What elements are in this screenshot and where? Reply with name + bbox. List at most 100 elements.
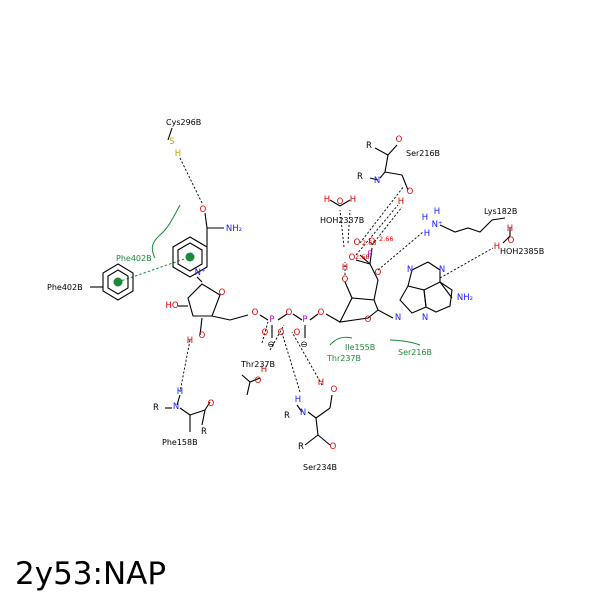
- atom-o-ser216-og: O: [407, 187, 414, 197]
- atom-h-hoh2385-a: H: [507, 224, 513, 234]
- atom-o-ribose1-ring: O: [219, 288, 226, 298]
- nicotinamide-ring: [172, 212, 224, 283]
- atom-n3-adenine: N: [407, 265, 413, 275]
- atom-o-phos-b: O: [349, 253, 356, 263]
- label-ser234: Ser234B: [303, 463, 337, 472]
- hoh2385: [502, 228, 511, 244]
- atom-o-amide: O: [200, 205, 207, 215]
- atom-h-phe158: H: [177, 387, 183, 397]
- label-phe402-green: Phe402B: [116, 254, 152, 263]
- label-thr237: Thr237B: [240, 360, 275, 369]
- atom-o-phe158: O: [208, 399, 215, 409]
- atom-h-hoh2337-b: H: [350, 195, 356, 205]
- atom-h-lys-c: H: [424, 229, 430, 239]
- label-phe158: Phe158B: [162, 438, 198, 447]
- atom-o-hoh2385: O: [508, 236, 515, 246]
- atom-r-phe158-b: R: [201, 427, 207, 437]
- hydrophobic-arc-ile155: [329, 336, 353, 346]
- atom-h-hoh2337-a: H: [324, 195, 330, 205]
- label-phe402-ring: Phe402B: [47, 283, 83, 292]
- label-cys296: Cys296B: [166, 118, 201, 127]
- atom-o-ser234-og: O: [331, 385, 338, 395]
- atom-n-lys: N⁺: [432, 220, 443, 230]
- atom-o-p2-bridge: O: [318, 308, 325, 318]
- ribose-2: [339, 247, 394, 323]
- atom-h-lys-b: H: [434, 207, 440, 217]
- hydrophobic-arc-ser216: [389, 339, 421, 346]
- atom-p-ribose2: P: [367, 250, 372, 260]
- ribose-1: [178, 283, 249, 336]
- atom-nh2-adenine: NH₂: [457, 293, 473, 303]
- atom-h-ribose1-2: H: [187, 336, 193, 346]
- label-lys182: Lys182B: [484, 207, 517, 216]
- atom-nplus-nicotinamide: N⁺: [195, 268, 206, 278]
- label-hoh2337: HOH2337B: [320, 216, 364, 225]
- label-ser216-top: Ser216B: [406, 149, 440, 158]
- atom-h-hoh2385-b: H: [494, 242, 500, 252]
- atom-n-ser216: N: [374, 176, 380, 186]
- atom-o-pp-bridge: O: [286, 308, 293, 318]
- atom-h-ser234-og: H: [318, 378, 324, 388]
- atom-r-ser234-a: R: [284, 411, 290, 421]
- atom-r-ser216-b: R: [357, 172, 363, 182]
- atom-n-phe158: N: [173, 402, 179, 412]
- atom-n7-adenine: N: [422, 313, 428, 323]
- pi-center-nicotinamide: [185, 252, 195, 262]
- atom-h-lys-a: H: [422, 213, 428, 223]
- cys296-sidechain: [167, 127, 173, 141]
- label-hoh2385: HOH2385B: [500, 247, 544, 256]
- atom-s-cys296: S: [169, 137, 174, 147]
- atom-o-phos-a: O: [354, 238, 361, 248]
- pi-center-phe402: [113, 277, 123, 287]
- atom-n-ser234: N: [300, 408, 306, 418]
- atom-o-hoh2337: O: [337, 197, 344, 207]
- distance-label-2: 2.66: [379, 235, 393, 243]
- atom-o-p1-b: O: [278, 328, 285, 338]
- label-thr237-green: Thr237B: [326, 354, 361, 363]
- atom-o-phos-c: O: [369, 237, 376, 247]
- atom-h-thr237: H: [261, 365, 267, 375]
- atom-ho-ribose1: HO: [165, 301, 178, 311]
- phosphate-chain: [259, 313, 341, 338]
- atom-n9-adenine: N: [395, 313, 401, 323]
- minus-charge-1: ⊖: [267, 340, 274, 350]
- atom-h-ribose2-2: H: [342, 263, 348, 273]
- atom-r-phe158-a: R: [153, 403, 159, 413]
- atom-h-cys296: H: [175, 149, 181, 159]
- label-ser216-green: Ser216B: [398, 348, 432, 357]
- atom-n1-adenine: N: [439, 265, 445, 275]
- atom-h-ser216-og: H: [398, 197, 404, 207]
- atom-o-p1-a: O: [262, 328, 269, 338]
- atom-o-ribose2-ring: O: [365, 315, 372, 325]
- atom-r-ser234-b: R: [298, 442, 304, 452]
- atom-o-ribose2-3: O: [375, 268, 382, 278]
- atom-p1: P: [269, 315, 274, 325]
- label-ile155: Ile155B: [345, 343, 375, 352]
- minus-charge-2: ⊖: [300, 340, 307, 350]
- hydrophobic-arc-phe402: [151, 204, 181, 259]
- ser234-backbone: [296, 394, 333, 446]
- thr237-sidechain: [241, 374, 261, 396]
- distance-label-1: 2.68: [362, 239, 376, 247]
- atom-o-ser216-carbonyl: O: [396, 135, 403, 145]
- atom-o-ser234-carbonyl: O: [330, 442, 337, 452]
- atom-p2: P: [302, 315, 307, 325]
- ser216-top: [369, 144, 409, 191]
- distance-label-3: 2.68: [355, 253, 369, 261]
- hydrogen-bonds: [179, 157, 494, 393]
- atom-nh2-amide: NH₂: [226, 224, 242, 234]
- hoh2337: [329, 199, 351, 207]
- atom-r-ser216-a: R: [366, 141, 372, 151]
- atom-h-ser234-n: H: [295, 395, 301, 405]
- atom-o-p2-a: O: [294, 328, 301, 338]
- lys182: [439, 217, 506, 233]
- atom-o-ribose1-2: O: [199, 331, 206, 341]
- adenine: [399, 261, 453, 314]
- diagram-title: 2y53:NAP: [15, 556, 166, 592]
- atom-o-ribose2-2: O: [342, 275, 349, 285]
- phe402-ring: [90, 263, 134, 301]
- phe158-backbone: [165, 394, 211, 432]
- atom-o-thr237: O: [255, 376, 262, 386]
- atom-o-p1-bridge: O: [252, 308, 259, 318]
